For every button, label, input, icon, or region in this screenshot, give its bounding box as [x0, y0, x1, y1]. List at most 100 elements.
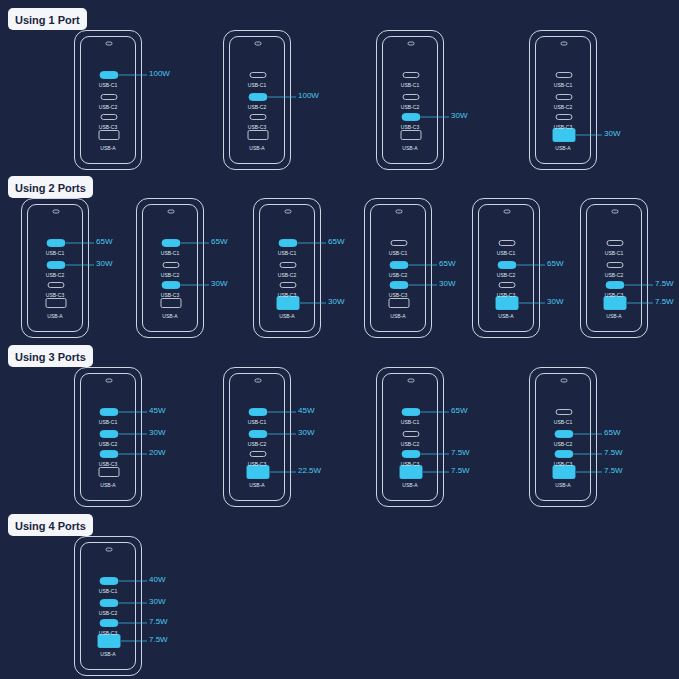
port-label: USB-C2: [93, 610, 123, 616]
wattage-label: 30W: [210, 279, 228, 289]
wattage-label: 7.5W: [450, 466, 471, 476]
port-label: USB-C3: [93, 630, 123, 636]
leader-line: [181, 285, 209, 286]
leader-line: [270, 472, 296, 473]
usb-c-port: [498, 262, 516, 269]
port-label: USB-C2: [93, 104, 123, 110]
wattage-label: 30W: [450, 111, 468, 121]
usb-c-port: [556, 95, 572, 100]
usb-c-port: [390, 262, 408, 269]
charger-face: [586, 204, 642, 332]
led-slot: [168, 210, 174, 213]
wattage-label: 65W: [603, 428, 621, 438]
usb-a-port: [46, 299, 66, 308]
usb-c-port: [280, 263, 296, 268]
usb-c-port: [100, 431, 118, 438]
usb-a-port: [247, 466, 269, 479]
led-slot: [561, 379, 567, 382]
wattage-label: 30W: [327, 297, 345, 307]
port-label: USB-C2: [242, 441, 272, 447]
leader-line: [268, 97, 296, 98]
led-slot: [106, 42, 112, 45]
wattage-label: 30W: [438, 279, 456, 289]
port-label: USB-C3: [272, 292, 302, 298]
leader-line: [119, 412, 147, 413]
leader-line: [421, 454, 449, 455]
port-label: USB-A: [491, 313, 521, 319]
usb-c-port: [402, 409, 420, 416]
usb-c-port: [100, 409, 118, 416]
port-label: USB-C3: [93, 124, 123, 130]
port-label: USB-C1: [93, 82, 123, 88]
wattage-label: 65W: [327, 237, 345, 247]
leader-line: [66, 265, 94, 266]
port-label: USB-C2: [272, 272, 302, 278]
led-slot: [504, 210, 510, 213]
usb-c-port: [249, 94, 267, 101]
port-label: USB-C3: [548, 124, 578, 130]
usb-c-port: [100, 578, 118, 585]
leader-line: [268, 434, 296, 435]
port-label: USB-C2: [242, 104, 272, 110]
usb-c-port: [607, 241, 623, 246]
leader-line: [119, 623, 147, 624]
usb-a-port: [161, 299, 181, 308]
section-title: Using 3 Ports: [15, 351, 86, 363]
usb-c-port: [100, 600, 118, 607]
section-title: Using 4 Ports: [15, 520, 86, 532]
usb-a-port: [277, 297, 299, 310]
port-label: USB-C1: [272, 250, 302, 256]
wattage-label: 7.5W: [148, 617, 169, 627]
port-label: USB-C2: [548, 104, 578, 110]
port-label: USB-C3: [491, 292, 521, 298]
charger-outline: USB-C1USB-C2USB-C3USB-A30W: [529, 30, 597, 170]
port-label: USB-A: [93, 145, 123, 151]
leader-line: [119, 603, 147, 604]
usb-c-port: [556, 410, 572, 415]
port-label: USB-C2: [40, 272, 70, 278]
usb-c-port: [48, 283, 64, 288]
usb-c-port: [499, 283, 515, 288]
usb-a-port: [401, 131, 421, 140]
led-slot: [408, 42, 414, 45]
leader-line: [298, 243, 326, 244]
usb-a-port: [99, 468, 119, 477]
usb-c-port: [555, 451, 573, 458]
leader-line: [409, 265, 437, 266]
usb-a-port: [248, 131, 268, 140]
wattage-label: 7.5W: [654, 297, 675, 307]
charger-outline: USB-C1USB-C265WUSB-C3USB-A30W: [472, 198, 540, 338]
port-label: USB-C1: [395, 82, 425, 88]
port-label: USB-C1: [242, 82, 272, 88]
usb-c-port: [100, 72, 118, 79]
leader-line: [517, 265, 545, 266]
usb-c-port: [100, 451, 118, 458]
wattage-label: 30W: [546, 297, 564, 307]
port-label: USB-C1: [548, 419, 578, 425]
led-slot: [612, 210, 618, 213]
section-title: Using 1 Port: [15, 14, 80, 26]
usb-c-port: [391, 241, 407, 246]
leader-line: [625, 285, 653, 286]
leader-line: [66, 243, 94, 244]
usb-c-port: [403, 95, 419, 100]
usb-c-port: [163, 263, 179, 268]
led-slot: [255, 42, 261, 45]
port-label: USB-A: [548, 145, 578, 151]
charger-face: [80, 36, 136, 164]
charger-face: [382, 36, 438, 164]
usb-c-port: [402, 114, 420, 121]
leader-line: [574, 454, 602, 455]
led-slot: [53, 210, 59, 213]
led-slot: [396, 210, 402, 213]
usb-c-port: [556, 115, 572, 120]
usb-c-port: [556, 73, 572, 78]
usb-c-port: [279, 240, 297, 247]
wattage-label: 40W: [148, 575, 166, 585]
usb-a-port: [400, 466, 422, 479]
charger-outline: USB-C1USB-C2USB-C330WUSB-A: [376, 30, 444, 170]
usb-c-port: [607, 263, 623, 268]
wattage-label: 65W: [95, 237, 113, 247]
usb-c-port: [390, 282, 408, 289]
